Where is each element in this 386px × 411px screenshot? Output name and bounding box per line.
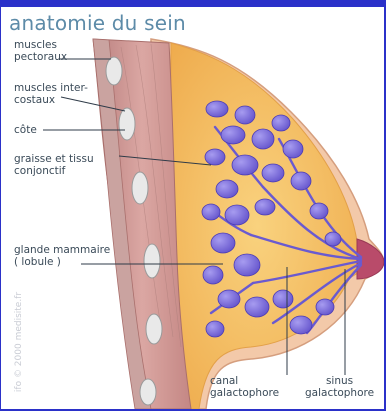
label-canal-galactophore: canal galactophore: [210, 375, 279, 399]
label-graisse-tissu: graisse et tissu conjonctif: [14, 153, 94, 177]
diagram-panel: anatomie du sein muscles pectoraux muscl…: [1, 7, 384, 409]
label-glande-mammaire: glande mammaire ( lobule ): [14, 244, 110, 268]
label-muscles-intercostaux: muscles inter- costaux: [14, 82, 88, 106]
copyright-notice: ifo © 2000 medisite.fr: [14, 272, 24, 409]
breast-anatomy-illustration: [1, 7, 384, 409]
label-muscles-pectoraux: muscles pectoraux: [14, 39, 67, 63]
label-cote: côte: [14, 124, 37, 136]
diagram-title: anatomie du sein: [9, 11, 186, 35]
label-sinus-galactophore: sinus galactophore: [305, 375, 374, 399]
